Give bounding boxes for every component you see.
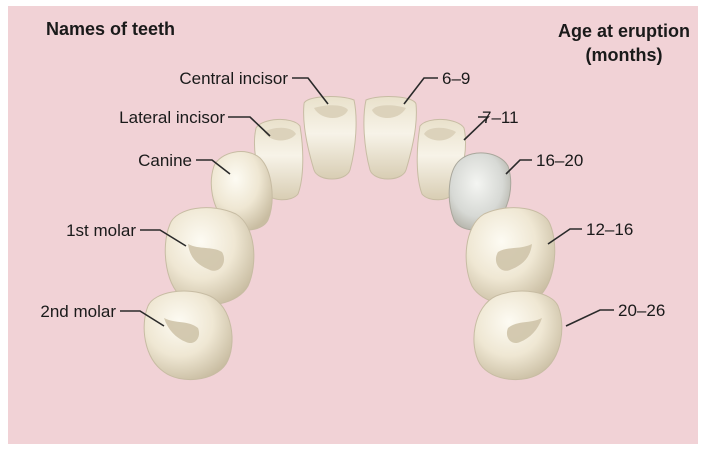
tooth-right-central-incisor bbox=[364, 97, 416, 179]
tooth-right-1st-molar bbox=[466, 208, 555, 305]
label-lateral-incisor: Lateral incisor bbox=[119, 108, 225, 127]
leader-age-2nd-molar bbox=[566, 310, 614, 326]
label-canine: Canine bbox=[138, 151, 192, 170]
tooth-right-2nd-molar bbox=[474, 291, 562, 380]
age-lateral-incisor: 7–11 bbox=[482, 108, 519, 127]
label-central-incisor: Central incisor bbox=[179, 69, 288, 88]
age-central-incisor: 6–9 bbox=[442, 69, 470, 88]
tooth-left-central-incisor bbox=[304, 97, 356, 179]
age-1st-molar: 12–16 bbox=[586, 220, 633, 239]
tooth-left-2nd-molar bbox=[144, 291, 232, 380]
age-canine: 16–20 bbox=[536, 151, 583, 170]
tooth-left-1st-molar bbox=[165, 208, 254, 305]
label-2nd-molar: 2nd molar bbox=[40, 302, 116, 321]
label-1st-molar: 1st molar bbox=[66, 221, 136, 240]
age-2nd-molar: 20–26 bbox=[618, 301, 665, 320]
